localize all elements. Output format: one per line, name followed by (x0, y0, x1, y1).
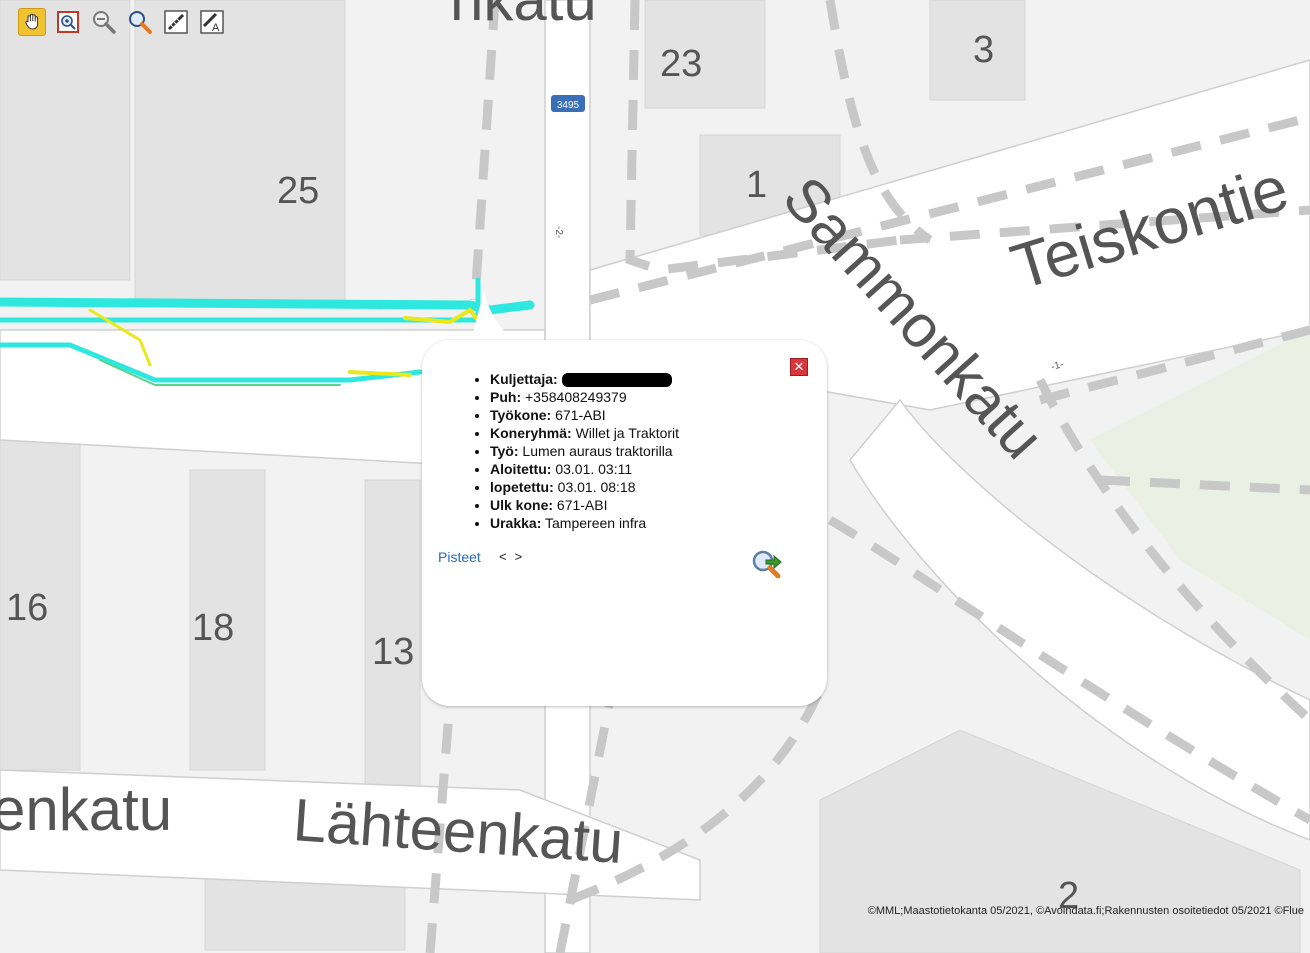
pan-hand-icon[interactable] (18, 8, 46, 36)
house-number: 16 (6, 587, 48, 629)
points-navigation: <> (499, 549, 530, 564)
track-line[interactable] (88, 308, 152, 367)
road-sammonkatu (849, 398, 1310, 841)
detail-machine: Työkone: 671-ABI (490, 406, 679, 424)
detail-value: 03.01. 03:11 (555, 461, 633, 477)
house-number: 25 (277, 170, 319, 212)
detail-label: Aloitettu: (490, 461, 552, 477)
footpath (588, 115, 1302, 305)
detail-driver: Kuljettaja: (490, 370, 679, 388)
detail-label: Työ: (490, 443, 519, 459)
zoom-in-icon[interactable] (126, 8, 154, 36)
footpath (827, 516, 1310, 824)
building (929, 0, 1026, 101)
next-point-button[interactable]: > (514, 549, 523, 564)
detail-value: +358408249379 (525, 389, 627, 405)
pisteet-link[interactable]: Pisteet (438, 549, 481, 565)
detail-value: 03.01. 08:18 (557, 479, 636, 495)
building (819, 729, 1301, 953)
detail-value: Willet ja Traktorit (575, 425, 680, 441)
zoom-box-icon[interactable] (54, 8, 82, 36)
detail-work: Työ: Lumen auraus traktorilla (490, 442, 679, 460)
detail-label: Ulk kone: (490, 497, 554, 513)
detail-label: Koneryhmä: (490, 425, 572, 441)
footpath (625, 0, 901, 275)
road-level-label: -1- (1050, 359, 1065, 373)
prev-point-button[interactable]: < (499, 549, 507, 564)
road-number-text: 3495 (557, 100, 580, 111)
detail-phone: Puh: +358408249379 (490, 388, 679, 406)
detail-label: Kuljettaja: (490, 371, 558, 387)
street-name: nkatu (450, 0, 597, 33)
vehicle-details-list: Kuljettaja: Puh: +358408249379 Työkone: … (422, 370, 679, 532)
house-number: 18 (192, 607, 234, 649)
detail-ended: lopetettu: 03.01. 08:18 (490, 478, 679, 496)
detail-value: Lumen auraus traktorilla (522, 443, 673, 459)
footpath (555, 699, 615, 953)
footpath (1035, 377, 1310, 724)
detail-label: Työkone: (490, 407, 552, 423)
building (0, 439, 81, 771)
footpath (825, 0, 933, 244)
building (644, 0, 766, 109)
track-line[interactable] (99, 359, 341, 386)
road-number-badge (551, 95, 585, 112)
track-line[interactable] (348, 370, 412, 377)
house-numbers: 23 3 25 1 16 18 13 2 (6, 29, 1079, 917)
detail-value: Tampereen infra (545, 515, 647, 531)
footpath (568, 688, 825, 905)
detail-value: 671-ABI (556, 497, 608, 513)
footpath (425, 699, 455, 953)
footpath (470, 0, 500, 301)
detail-external-machine: Ulk kone: 671-ABI (490, 496, 679, 514)
house-number: 1 (746, 164, 767, 206)
detail-label: Urakka: (490, 515, 542, 531)
house-number: 3 (973, 29, 994, 71)
building (189, 469, 266, 771)
detail-started: Aloitettu: 03.01. 03:11 (490, 460, 679, 478)
detail-label: Puh: (490, 389, 522, 405)
house-number: 2 (1058, 875, 1079, 917)
map-toolbar: A (18, 8, 226, 36)
close-popup-button[interactable]: ✕ (790, 358, 808, 376)
map-attribution: ©MML;Maastotietokanta 05/2021, ©Avoindat… (867, 905, 1304, 917)
detail-label: lopetettu: (490, 479, 554, 495)
detail-machine-group: Koneryhmä: Willet ja Traktorit (490, 424, 679, 442)
house-number: 23 (660, 43, 702, 85)
redacted-driver-name (561, 373, 672, 388)
building (0, 0, 131, 281)
svg-text:A: A (212, 22, 220, 34)
road-level-label: -2- (553, 226, 564, 238)
footpath (1099, 475, 1310, 495)
house-number: 13 (372, 631, 414, 673)
vehicle-info-popup: ✕ Kuljettaja: Puh: +358408249379 Työkone… (422, 340, 827, 706)
detail-value: 671-ABI (555, 407, 606, 423)
road-lahteenkatu (0, 769, 701, 901)
track-line[interactable] (0, 342, 423, 383)
building (134, 0, 346, 301)
zoom-out-icon[interactable] (90, 8, 118, 36)
street-name: enkatu (0, 776, 172, 843)
measure-area-icon[interactable]: A (198, 8, 226, 36)
zoom-to-point-icon[interactable] (750, 548, 784, 582)
measure-distance-icon[interactable] (162, 8, 190, 36)
footpath (899, 205, 1310, 245)
detail-contract: Urakka: Tampereen infra (490, 514, 679, 532)
popup-pointer (470, 290, 515, 345)
footpaths (425, 0, 1310, 953)
